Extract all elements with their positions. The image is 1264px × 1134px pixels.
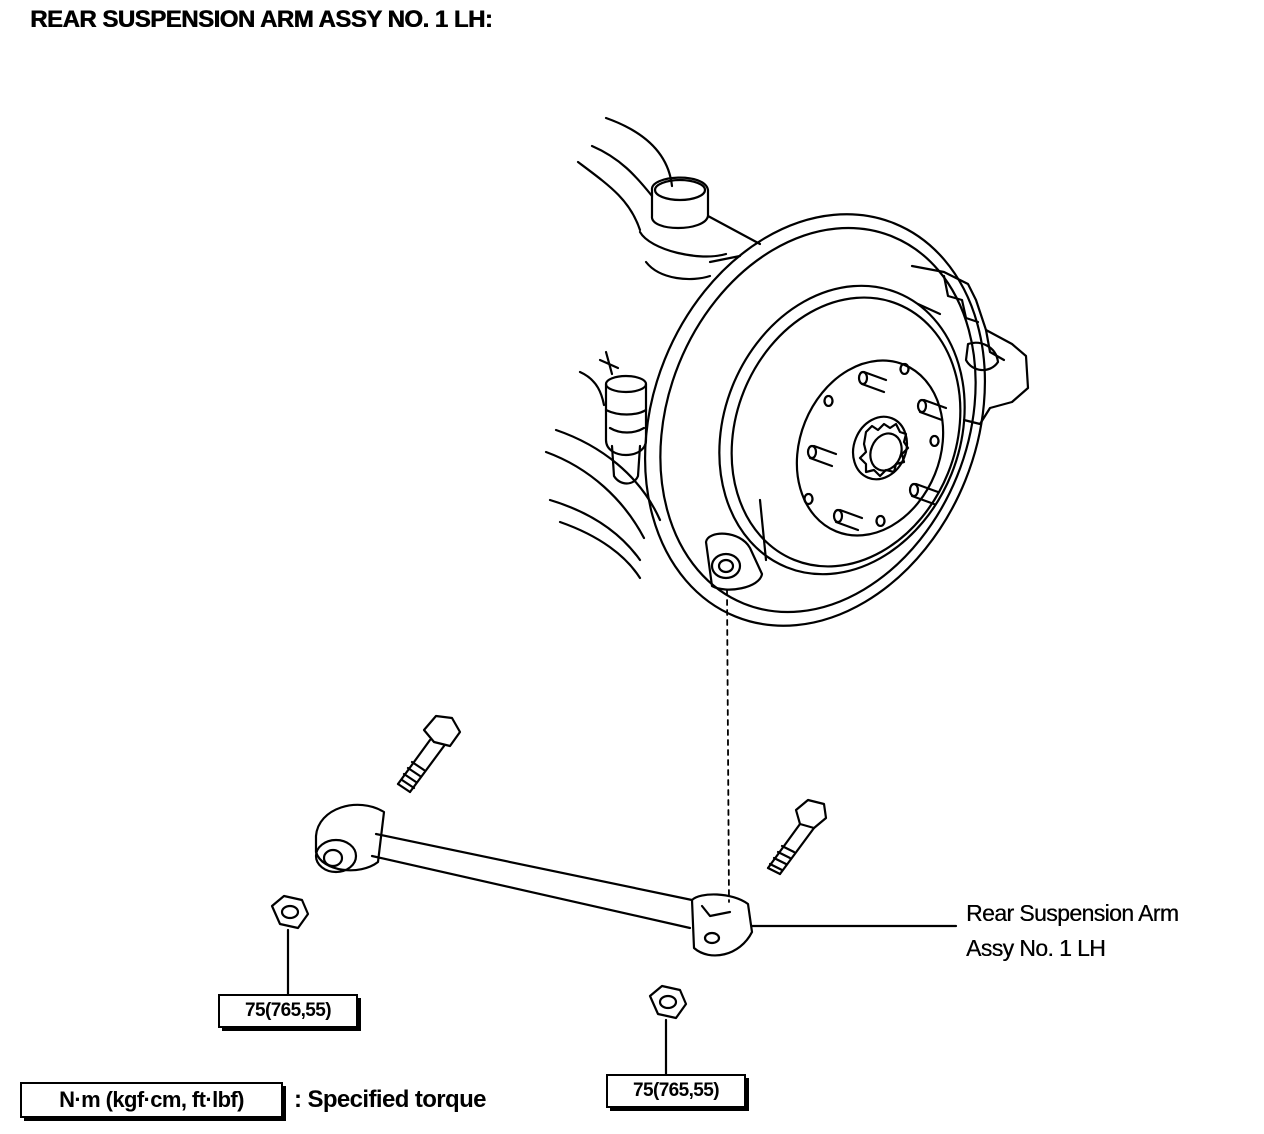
hex-nut-right bbox=[648, 984, 688, 1076]
brake-disc-hub bbox=[643, 213, 987, 627]
shock-absorber-mount bbox=[598, 350, 648, 485]
torque-legend-description: : Specified torque bbox=[294, 1086, 486, 1113]
upper-bolt-right bbox=[766, 798, 828, 876]
alignment-line bbox=[726, 589, 730, 903]
lower-arm-mount bbox=[704, 498, 768, 591]
torque-unit-legend: N·m (kgf·cm, ft·lbf) bbox=[20, 1082, 286, 1121]
hex-nut-left bbox=[270, 894, 310, 996]
diagram-title: REAR SUSPENSION ARM ASSY NO. 1 LH: bbox=[30, 6, 493, 33]
brake-caliper bbox=[910, 264, 1030, 426]
upper-bolt-left bbox=[396, 714, 462, 794]
torque-spec-right: 75(765,55) bbox=[606, 1074, 749, 1111]
part-label-line2: Assy No. 1 LH bbox=[966, 935, 1106, 961]
upper-arm-frame bbox=[544, 116, 762, 580]
torque-spec-left: 75(765,55) bbox=[218, 994, 361, 1031]
suspension-arm bbox=[314, 803, 754, 957]
part-label-line1: Rear Suspension Arm bbox=[966, 900, 1179, 926]
part-label: Rear Suspension Arm Assy No. 1 LH bbox=[966, 896, 1179, 966]
